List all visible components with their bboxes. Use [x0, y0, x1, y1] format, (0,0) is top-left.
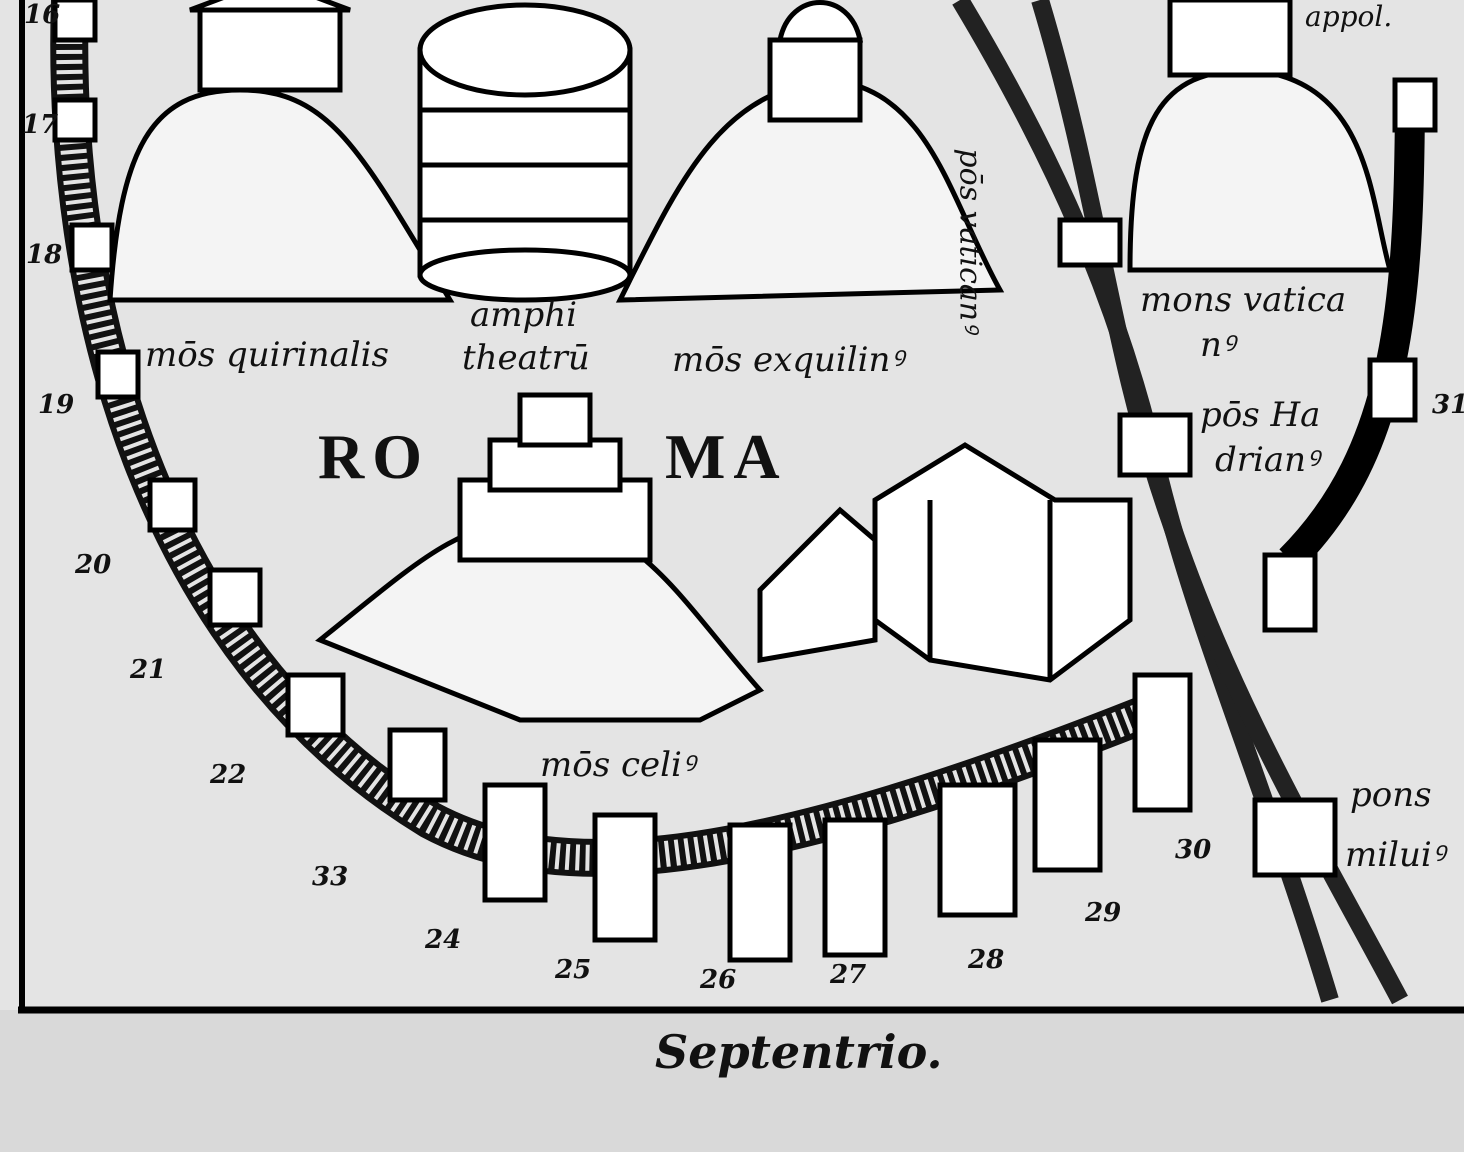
gate-number: 30: [1175, 835, 1212, 865]
label-pons-hadrianus-2: drianꝰ: [1215, 440, 1320, 480]
bridges: [1057, 77, 1438, 878]
gate-number: 22: [210, 760, 247, 790]
city-name-ro: RO: [318, 421, 430, 492]
label-amphitheatrum-1: amphi: [470, 295, 578, 335]
gate-number: 29: [1085, 898, 1122, 928]
gate-number: 33: [312, 862, 349, 892]
gate-number: 18: [26, 240, 63, 270]
label-appol: appol.: [1305, 0, 1393, 33]
amphitheatre: [417, 2, 633, 303]
basilica: [757, 442, 1133, 683]
label-mons-exquilinus: mōs exquilinꝰ: [672, 340, 904, 380]
gate-number: 16: [24, 0, 61, 30]
temples: [189, 0, 1293, 563]
label-mons-celius: mōs celiꝰ: [540, 745, 695, 785]
city-name-ma: MA: [665, 421, 788, 492]
wall-towers: [52, 0, 1193, 963]
gate-number: 20: [75, 550, 112, 580]
gate-number: 31: [1432, 390, 1464, 420]
gate-number: 19: [38, 390, 75, 420]
label-mons-vaticanus-2: nꝰ: [1200, 325, 1235, 365]
label-pons-milvius-2: miluiꝰ: [1345, 835, 1445, 875]
gate-number: 17: [22, 110, 59, 140]
label-pons-vaticanus: pōs vaticanꝰ: [952, 148, 988, 333]
label-mons-vaticanus-1: mons vatica: [1140, 280, 1347, 320]
gate-number: 28: [968, 945, 1005, 975]
label-amphitheatrum-2: theatrū: [462, 338, 590, 378]
label-pons-hadrianus-1: pōs Ha: [1200, 395, 1321, 435]
label-mons-quirinalis: mōs quirinalis: [145, 335, 389, 375]
caption-septentrio: Septentrio.: [655, 1025, 943, 1079]
gate-number: 25: [555, 955, 592, 985]
hills: [107, 67, 1394, 723]
gate-number: 24: [425, 925, 462, 955]
gate-number: 27: [830, 960, 867, 990]
label-pons-milvius-1: pons: [1350, 775, 1432, 815]
gate-number: 26: [700, 965, 737, 995]
gate-number: 21: [130, 655, 167, 685]
